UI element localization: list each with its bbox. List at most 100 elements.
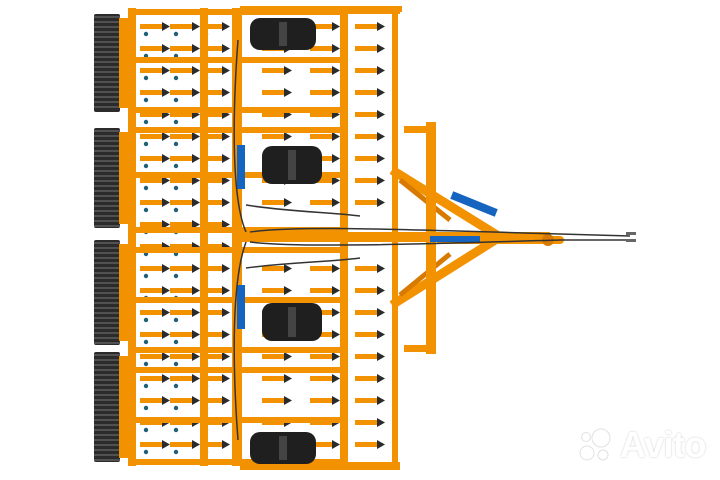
tine-tooth (222, 132, 230, 141)
frame-beam (128, 8, 136, 466)
spring-tine (143, 75, 149, 81)
tine-tooth (222, 154, 230, 163)
tine-arm (200, 178, 222, 183)
tine-tooth (192, 132, 200, 141)
tine-arm (262, 288, 284, 293)
tine-arm (140, 46, 162, 51)
tine-tooth (192, 44, 200, 53)
bottom-frame-rail (240, 462, 400, 470)
tine-arm (310, 288, 332, 293)
tine-arm (140, 376, 162, 381)
frame-crossbar (128, 127, 346, 133)
tine-arm (310, 442, 332, 447)
tine-tooth (162, 396, 170, 405)
tine-arm (170, 266, 192, 271)
wheel-hub (288, 150, 296, 180)
tine-tooth (222, 220, 230, 229)
tine-tooth (222, 308, 230, 317)
tine-arm (170, 134, 192, 139)
frame-crossbar (128, 367, 346, 373)
tine-tooth (222, 22, 230, 31)
tine-arm (140, 266, 162, 271)
tine-arm (355, 24, 377, 29)
tine-arm (200, 156, 222, 161)
tine-arm (170, 68, 192, 73)
tine-arm (170, 46, 192, 51)
wheel-hub (279, 22, 287, 46)
tine-tooth (162, 308, 170, 317)
tine-tooth (162, 88, 170, 97)
tine-tooth (284, 374, 292, 383)
tine-tooth (377, 66, 385, 75)
tine-arm (355, 134, 377, 139)
spring-tine (143, 449, 149, 455)
spring-tine (173, 273, 179, 279)
tine-tooth (192, 374, 200, 383)
tine-arm (140, 178, 162, 183)
tine-arm (170, 24, 192, 29)
avito-logo-icon (579, 428, 611, 461)
tine-arm (355, 288, 377, 293)
hydraulic-hose (249, 227, 631, 237)
roller-packers (94, 14, 131, 462)
tine-arm (140, 134, 162, 139)
hitch-upper-tab (404, 126, 436, 133)
tine-arm (262, 376, 284, 381)
tine-arm (200, 354, 222, 359)
tine-tooth (377, 374, 385, 383)
roller-2 (94, 128, 120, 228)
tine-tooth (162, 66, 170, 75)
tine-arm (170, 354, 192, 359)
frame-crossbar (128, 107, 346, 113)
tine-arm (170, 398, 192, 403)
tine-tooth (192, 154, 200, 163)
tine-tooth (332, 44, 340, 53)
tine-arm (140, 398, 162, 403)
tine-arm (200, 90, 222, 95)
spring-tine (173, 339, 179, 345)
tine-arm (355, 68, 377, 73)
tine-arm (355, 310, 377, 315)
transport-wheels (250, 18, 322, 464)
spring-tine (173, 75, 179, 81)
tine-arm (170, 222, 192, 227)
tine-arm (140, 244, 162, 249)
tine-tooth (162, 154, 170, 163)
tine-tooth (192, 396, 200, 405)
spring-tine (143, 339, 149, 345)
tine-tooth (222, 66, 230, 75)
spring-tine (143, 317, 149, 323)
tine-arm (355, 442, 377, 447)
tine-tooth (284, 286, 292, 295)
tine-tooth (284, 88, 292, 97)
tine-arm (262, 68, 284, 73)
tine-tooth (192, 198, 200, 207)
spring-tine (143, 207, 149, 213)
tine-arm (140, 288, 162, 293)
tine-arm (310, 376, 332, 381)
tine-tooth (162, 22, 170, 31)
hydraulic-hose (249, 239, 630, 246)
spring-tine (173, 97, 179, 103)
tine-arm (200, 200, 222, 205)
tine-arm (200, 134, 222, 139)
hitch-lower-tab (404, 345, 436, 352)
tine-tooth (192, 66, 200, 75)
tine-tooth (377, 44, 385, 53)
tine-arm (200, 266, 222, 271)
tine-tooth (162, 374, 170, 383)
tine-tooth (377, 308, 385, 317)
tine-arm (140, 68, 162, 73)
tine-arm (200, 442, 222, 447)
tine-tooth (332, 88, 340, 97)
tine-arm (355, 200, 377, 205)
tine-tooth (377, 110, 385, 119)
tine-tooth (222, 44, 230, 53)
frame-crossbar (128, 459, 346, 465)
tine-tooth (162, 44, 170, 53)
tine-arm (310, 112, 332, 117)
tine-arm (262, 354, 284, 359)
tine-arm (170, 178, 192, 183)
tine-arm (355, 156, 377, 161)
spring-tine (173, 427, 179, 433)
